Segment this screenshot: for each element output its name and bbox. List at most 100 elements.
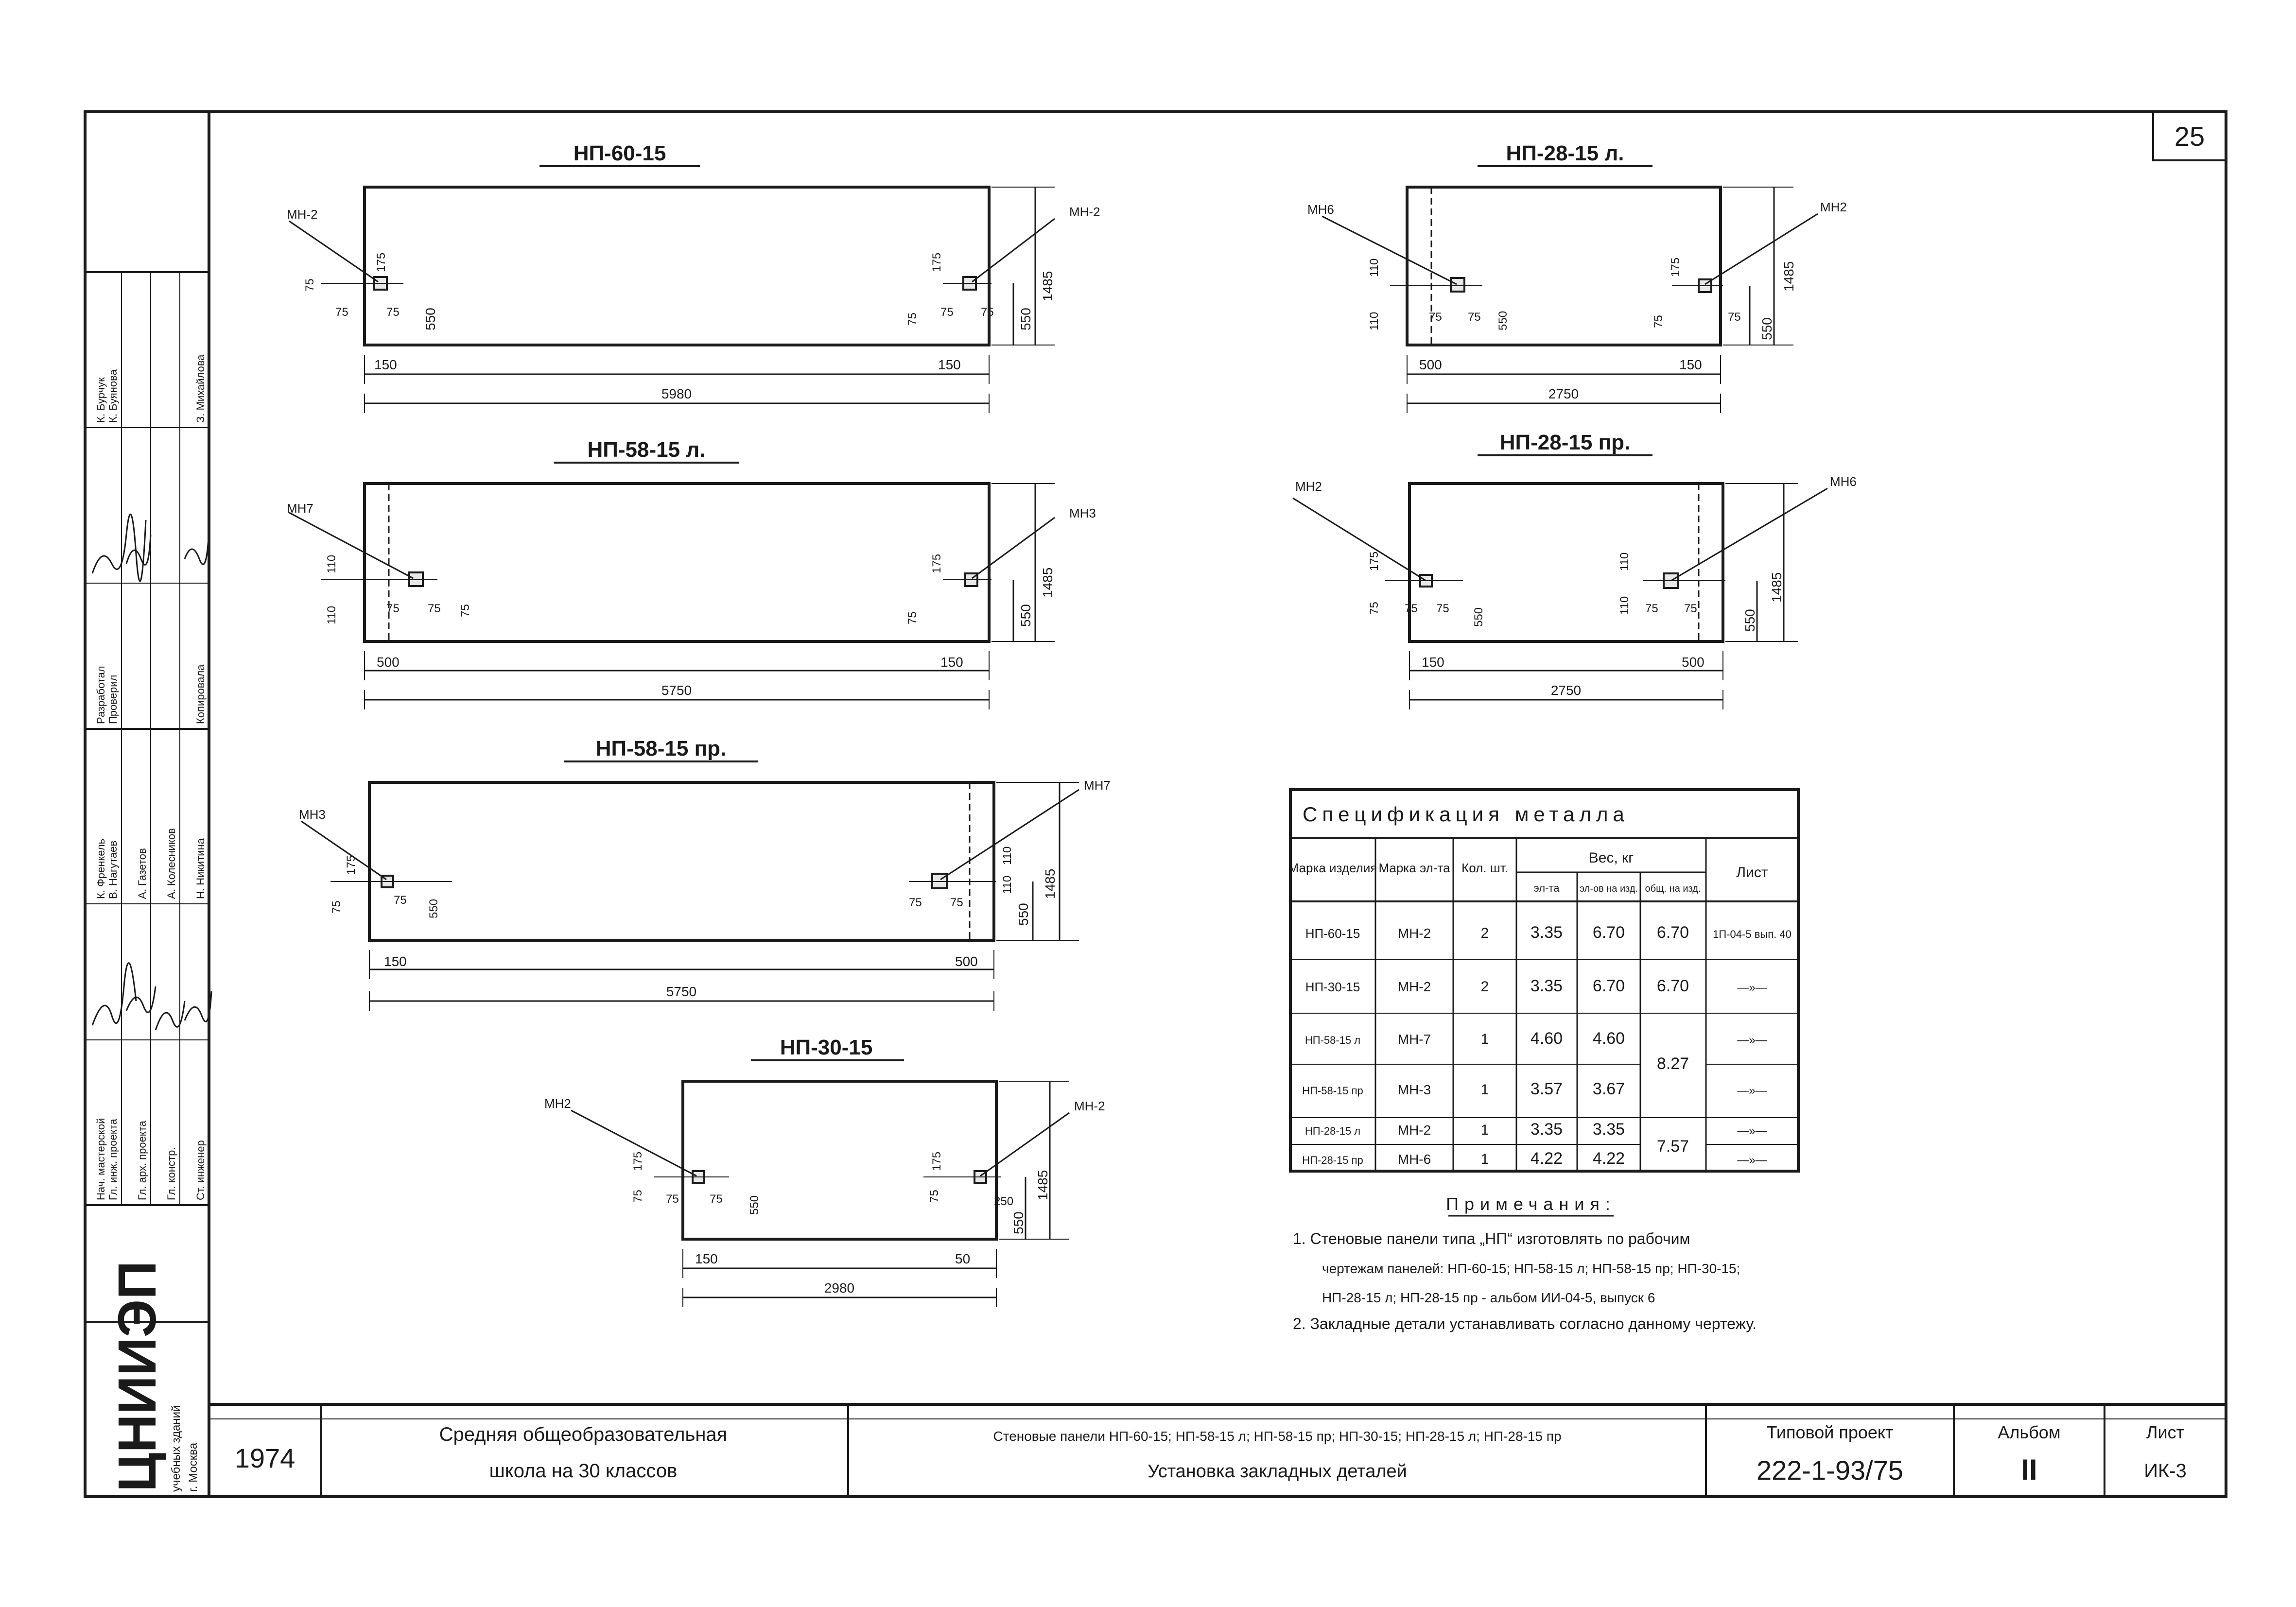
dim: 75 <box>710 1192 723 1206</box>
spec-cell-w-prod: 3.35 <box>1593 1120 1625 1139</box>
dim: 2750 <box>1548 386 1579 401</box>
spec-header-element: Марка эл-та <box>1378 861 1450 875</box>
dim: 110 <box>1618 553 1631 571</box>
dim: 150 <box>384 954 407 969</box>
typical-project-label: Типовой проект <box>1766 1422 1893 1442</box>
dim: 75 <box>906 611 919 624</box>
sheet-frame <box>84 110 2227 1498</box>
dim: 175 <box>930 253 943 272</box>
note-line: чертежам панелей: НП-60-15; НП-58-15 л; … <box>1322 1261 1740 1276</box>
part-mark-right: МН2 <box>1820 200 1847 214</box>
dim: 1485 <box>1035 1170 1050 1200</box>
dim: 150 <box>1679 357 1702 372</box>
spec-header-w-total: общ. на изд. <box>1645 883 1701 894</box>
dim: 75 <box>631 1190 644 1203</box>
dim: 75 <box>1368 602 1381 615</box>
spec-cell-w-total: 8.27 <box>1657 1054 1689 1073</box>
part-mark-right: МН-2 <box>1069 205 1100 219</box>
dim: 550 <box>748 1195 761 1215</box>
dim: 150 <box>940 655 963 670</box>
notes: Примечания: 1. Стеновые панели типа „НП“… <box>1293 1194 1757 1332</box>
panel-title: НП-58-15 л. <box>588 438 706 462</box>
part-mark-left: МН3 <box>299 807 326 822</box>
spec-cell-w-el: 4.60 <box>1531 1029 1563 1048</box>
dim: 550 <box>1472 607 1485 627</box>
spec-cell-w-total: 6.70 <box>1657 923 1689 942</box>
dim: 110 <box>1001 876 1014 894</box>
spec-cell-qty: 1 <box>1481 1151 1489 1167</box>
title-block-roles: Нач. мастерской Гл. инж. проекта Гл. арх… <box>95 354 207 1200</box>
role2-3: Копировала <box>194 664 207 724</box>
part-mark-left: МН6 <box>1307 202 1334 217</box>
typical-project-number: 222-1-93/75 <box>1757 1455 1903 1486</box>
spec-cell-sheet: —»— <box>1737 1084 1767 1097</box>
dim: 550 <box>427 899 440 918</box>
dim: 175 <box>1368 552 1381 571</box>
spec-cell-element: МН-7 <box>1398 1032 1431 1047</box>
spec-cell-sheet: —»— <box>1737 981 1767 994</box>
dim: 75 <box>386 602 400 615</box>
dim: 75 <box>909 896 922 909</box>
role-3: Гл. арх. проекта <box>136 1120 148 1200</box>
role-1: Нач. мастерской <box>95 1118 107 1200</box>
panel-title: НП-30-15 <box>780 1036 873 1059</box>
part-mark-left: МН2 <box>1295 479 1322 494</box>
org-name: ЦНИИЭП <box>107 1261 167 1492</box>
dim: 250 <box>994 1195 1013 1208</box>
dim: 2980 <box>824 1280 854 1296</box>
dim: 75 <box>428 602 441 615</box>
spec-row: НП-60-15 МН-2 2 3.35 6.70 6.70 1П-04-5 в… <box>1305 923 1792 942</box>
dim: 75 <box>330 900 343 914</box>
part-mark-left: МН-2 <box>287 207 318 222</box>
dim: 110 <box>325 606 338 624</box>
org-sub-2: г. Москва <box>187 1442 200 1492</box>
dim: 110 <box>1368 312 1381 330</box>
panel-title: НП-28-15 пр. <box>1500 431 1631 454</box>
dim: 75 <box>1684 602 1697 615</box>
role-2: Гл. инж. проекта <box>107 1119 119 1200</box>
spec-cell-element: МН-2 <box>1398 979 1431 994</box>
dim: 50 <box>955 1251 970 1266</box>
dim: 550 <box>1496 311 1510 330</box>
dim: 110 <box>1618 596 1631 615</box>
spec-cell-sheet: —»— <box>1737 1124 1767 1138</box>
dim: 2750 <box>1551 683 1581 698</box>
spec-cell-qty: 2 <box>1481 925 1489 941</box>
organization-block: ЦНИИЭП учебных зданий г. Москва <box>107 1261 200 1492</box>
dim: 550 <box>1018 604 1033 627</box>
spec-cell-w-el: 3.35 <box>1531 977 1563 995</box>
spec-cell-w-prod: 6.70 <box>1593 923 1625 942</box>
dim: 75 <box>906 312 919 326</box>
dim: 550 <box>1018 308 1033 330</box>
dim: 1485 <box>1769 572 1784 603</box>
album-number: II <box>2021 1453 2037 1486</box>
panel-np-28-15-pr: НП-28-15 пр. МН2 МН6 75 175 75 75 550 15… <box>1292 431 1857 709</box>
dim: 550 <box>1742 609 1757 632</box>
name-2: В. Нагутаев <box>107 841 119 899</box>
spec-cell-qty: 2 <box>1481 979 1489 995</box>
name2-3: З. Михайлова <box>194 354 207 423</box>
spec-header-qty: Кол. шт. <box>1461 861 1508 875</box>
spec-cell-element: МН-2 <box>1398 926 1431 941</box>
dim: 110 <box>1001 847 1014 865</box>
embedded-plate <box>1450 277 1465 293</box>
spec-cell-w-prod: 3.67 <box>1593 1080 1625 1098</box>
spec-cell-qty: 1 <box>1481 1122 1489 1138</box>
dim: 5750 <box>661 683 692 698</box>
spec-cell-w-el: 3.35 <box>1531 923 1563 942</box>
dim: 175 <box>930 1152 943 1171</box>
sheet-code: ИК-3 <box>2144 1460 2187 1482</box>
role2-2: Проверил <box>107 675 119 724</box>
dim: 1485 <box>1040 271 1055 301</box>
dim: 150 <box>938 357 961 372</box>
name-4: А. Колесников <box>165 828 177 899</box>
dim: 175 <box>1669 258 1682 277</box>
panel-np-28-15-l: НП-28-15 л. МН6 МН2 110 110 75 75 550 50… <box>1307 141 1847 413</box>
spec-cell-product: НП-58-15 пр <box>1302 1085 1363 1097</box>
part-mark-right: МН6 <box>1830 474 1857 489</box>
spec-cell-product: НП-58-15 л <box>1305 1034 1360 1046</box>
panel-title: НП-58-15 пр. <box>596 737 727 760</box>
dim: 550 <box>1011 1211 1026 1234</box>
panel-np-58-15-l: НП-58-15 л. МН7 МН3 110 110 75 75 75 500… <box>287 438 1096 709</box>
